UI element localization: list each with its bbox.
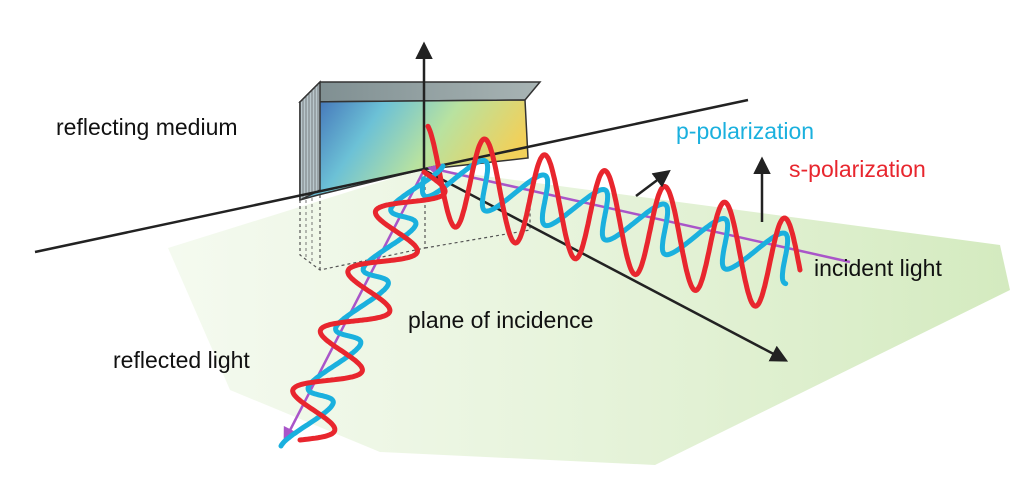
p-polarization-wave-reflected (278, 163, 446, 449)
interface-line (34, 98, 749, 254)
label-reflecting-medium: reflecting medium (56, 114, 238, 140)
label-plane-of-incidence: plane of incidence (408, 307, 594, 333)
label-incident-light: incident light (814, 255, 942, 281)
label-p-polarization: p-polarization (676, 118, 815, 144)
plane-of-incidence (168, 168, 1010, 465)
p-polarization-wave-incident (419, 158, 791, 287)
label-s-polarization: s-polarization (789, 156, 926, 182)
s-polarization-wave-reflected (290, 169, 448, 443)
reflecting-medium-block (298, 80, 542, 271)
s-polarization-wave-incident (425, 123, 803, 309)
label-reflected-light: reflected light (113, 347, 250, 373)
p-polarization-arrow (635, 169, 671, 197)
